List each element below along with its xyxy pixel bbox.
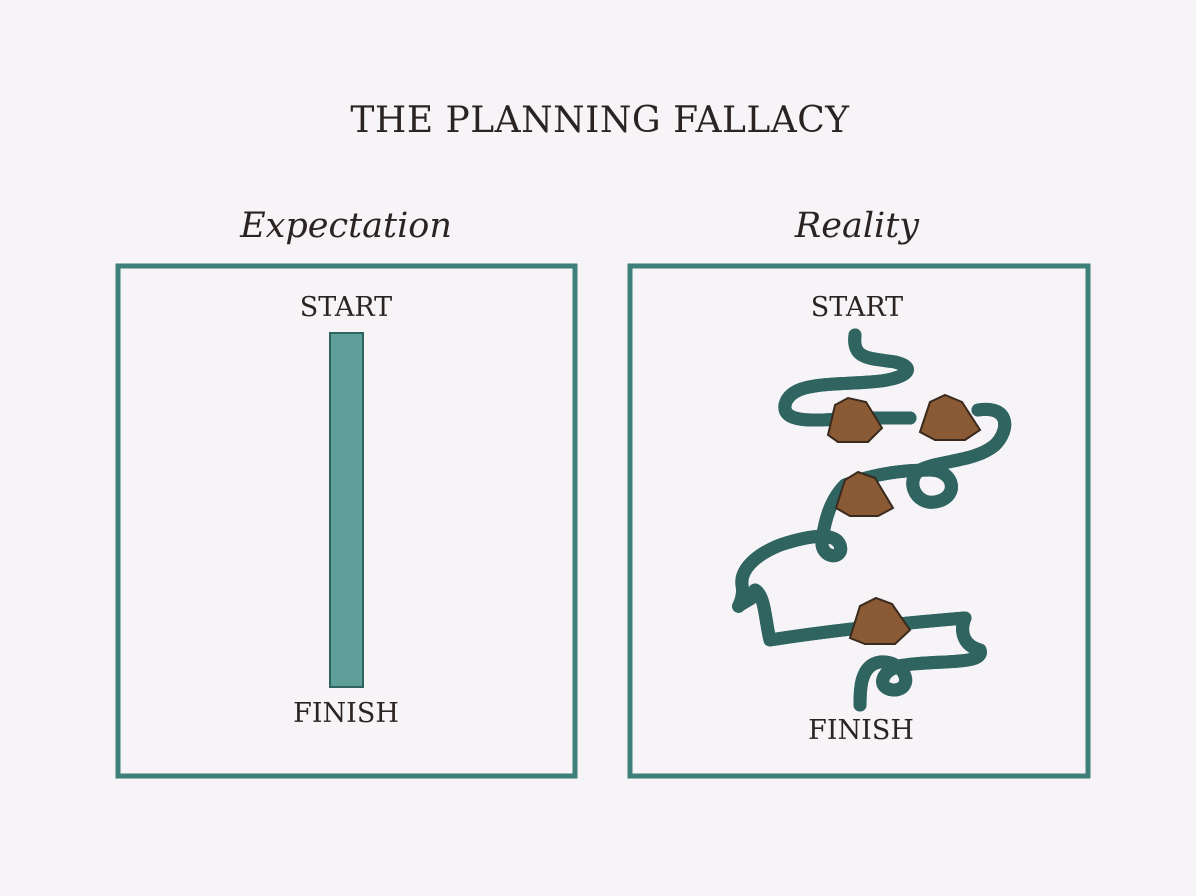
winding-path: [739, 328, 1005, 712]
reality-heading: Reality: [794, 206, 920, 246]
expectation-heading: Expectation: [240, 206, 452, 246]
reality-frame: [627, 263, 1091, 779]
expectation-finish-label: FINISH: [293, 698, 399, 729]
page-title: THE PLANNING FALLACY: [350, 100, 850, 141]
straight-path: [329, 332, 364, 688]
reality-start-label: START: [810, 292, 904, 323]
rock-icon: [826, 393, 982, 645]
reality-finish-label: FINISH: [808, 715, 914, 746]
expectation-frame: [115, 263, 578, 779]
expectation-start-label: START: [299, 292, 393, 323]
